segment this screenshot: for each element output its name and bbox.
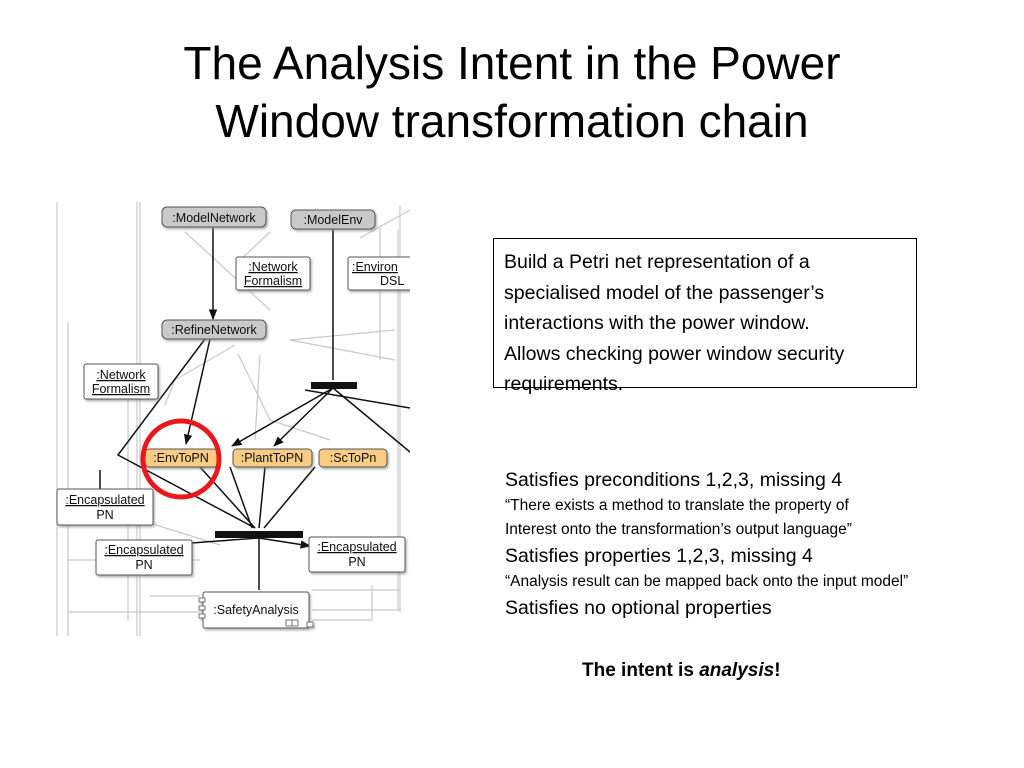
node-refine-network: :RefineNetwork [161,319,267,340]
svg-text:DSL: DSL [380,274,404,288]
title-line-2: Window transformation chain [215,95,809,147]
svg-text::Encapsulated: :Encapsulated [317,540,396,554]
svg-text::SafetyAnalysis: :SafetyAnalysis [213,603,298,617]
svg-text:Formalism: Formalism [244,274,302,288]
svg-text::ModelNetwork: :ModelNetwork [172,211,256,225]
conclusion: The intent is analysis! [582,660,781,682]
svg-text::Encapsulated: :Encapsulated [65,493,144,507]
description-line-1: Build a Petri net representation of a [504,251,810,273]
node-model-env: :ModelEnv [290,209,376,230]
preconditions-text: Satisfies preconditions 1,2,3, missing 4 [505,469,843,491]
precondition-note-2: Interest onto the transformation’s outpu… [505,521,852,538]
description-line-5: requirements. [504,373,624,395]
node-encapsulated-pn-right: :Encapsulated PN [308,536,406,573]
node-environment-dsl: :Environ DSL [347,256,410,291]
svg-text::PlantToPN: :PlantToPN [241,451,304,465]
node-safety-analysis: :SafetyAnalysis [198,591,314,629]
transformation-chain-diagram: :ModelNetwork :ModelEnv :Network Formali… [56,202,410,636]
precondition-note-1: “There exists a method to translate the … [505,497,849,514]
title-line-1: The Analysis Intent in the Power [183,37,841,89]
join-bar-top [311,382,357,389]
svg-text:Formalism: Formalism [92,382,150,396]
node-network-formalism-top: :Network Formalism [235,256,311,291]
node-network-formalism-left: :Network Formalism [83,363,159,400]
node-plant-to-pn: :PlantToPN [232,448,313,468]
svg-text:PN: PN [96,508,113,522]
description-line-4: Allows checking power window security [504,342,845,365]
svg-text::Network: :Network [96,368,146,382]
slide-title: The Analysis Intent in the Power Window … [0,34,1024,150]
properties-note: “Analysis result can be mapped back onto… [505,573,909,590]
node-model-network: :ModelNetwork [161,206,267,228]
node-sc-to-pn: :ScToPn [318,448,388,468]
conclusion-prefix: The intent is [582,660,700,681]
description-line-3: interactions with the power window. [504,312,810,334]
svg-text::EnvToPN: :EnvToPN [153,451,209,465]
svg-text:PN: PN [135,558,152,572]
svg-text::ModelEnv: :ModelEnv [303,213,363,227]
highlight-circle [140,418,222,500]
svg-text:PN: PN [348,555,365,569]
conclusion-emphasis: analysis [699,660,775,681]
conclusion-suffix: ! [774,660,781,681]
edges [99,228,410,590]
optional-properties-text: Satisfies no optional properties [505,597,772,619]
node-env-to-pn: :EnvToPN [144,448,219,468]
node-encapsulated-pn-mid: :Encapsulated PN [95,539,193,576]
properties-list: Satisfies preconditions 1,2,3, missing 4… [505,466,1005,622]
svg-text::RefineNetwork: :RefineNetwork [171,323,257,337]
node-encapsulated-pn-left: :Encapsulated PN [56,488,154,526]
intent-description-box: Build a Petri net representation of a sp… [493,238,917,395]
description-line-2: specialised model of the passenger’s [504,281,825,304]
svg-text::Environ: :Environ [352,260,398,274]
properties-text: Satisfies properties 1,2,3, missing 4 [505,545,813,567]
svg-text::Network: :Network [248,260,298,274]
svg-text::ScToPn: :ScToPn [330,451,377,465]
join-bar-bottom [215,531,303,538]
svg-text::Encapsulated: :Encapsulated [104,543,183,557]
